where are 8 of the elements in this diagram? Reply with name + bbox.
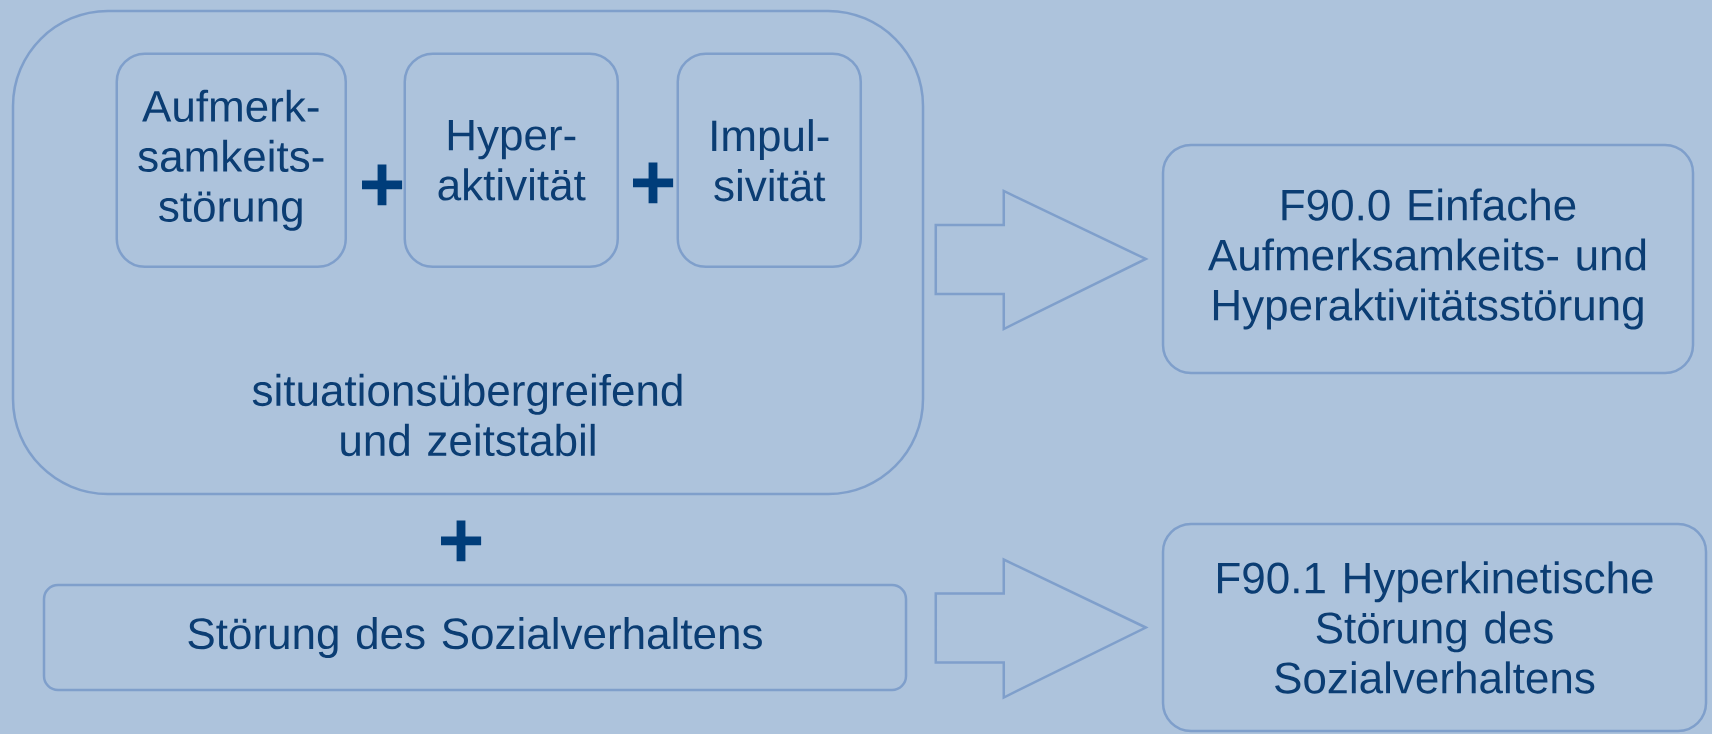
symptom-box: Aufmerk- samkeits- störung (115, 52, 347, 268)
result-box: F90.0 Einfache Aufmerksamkeits- und Hyperaktivitätsstörung (1161, 143, 1695, 375)
plus-sign: + (362, 164, 403, 206)
symptom-box: Störung des Sozialverhaltens (42, 583, 908, 692)
symptom-box: Hyper- aktivität (403, 52, 619, 268)
symptom-box: Impul- sivität (676, 52, 862, 268)
result-box: F90.1 Hyperkinetische Störung des Sozialverhaltens (1161, 522, 1708, 733)
plus-sign: + (633, 162, 674, 204)
